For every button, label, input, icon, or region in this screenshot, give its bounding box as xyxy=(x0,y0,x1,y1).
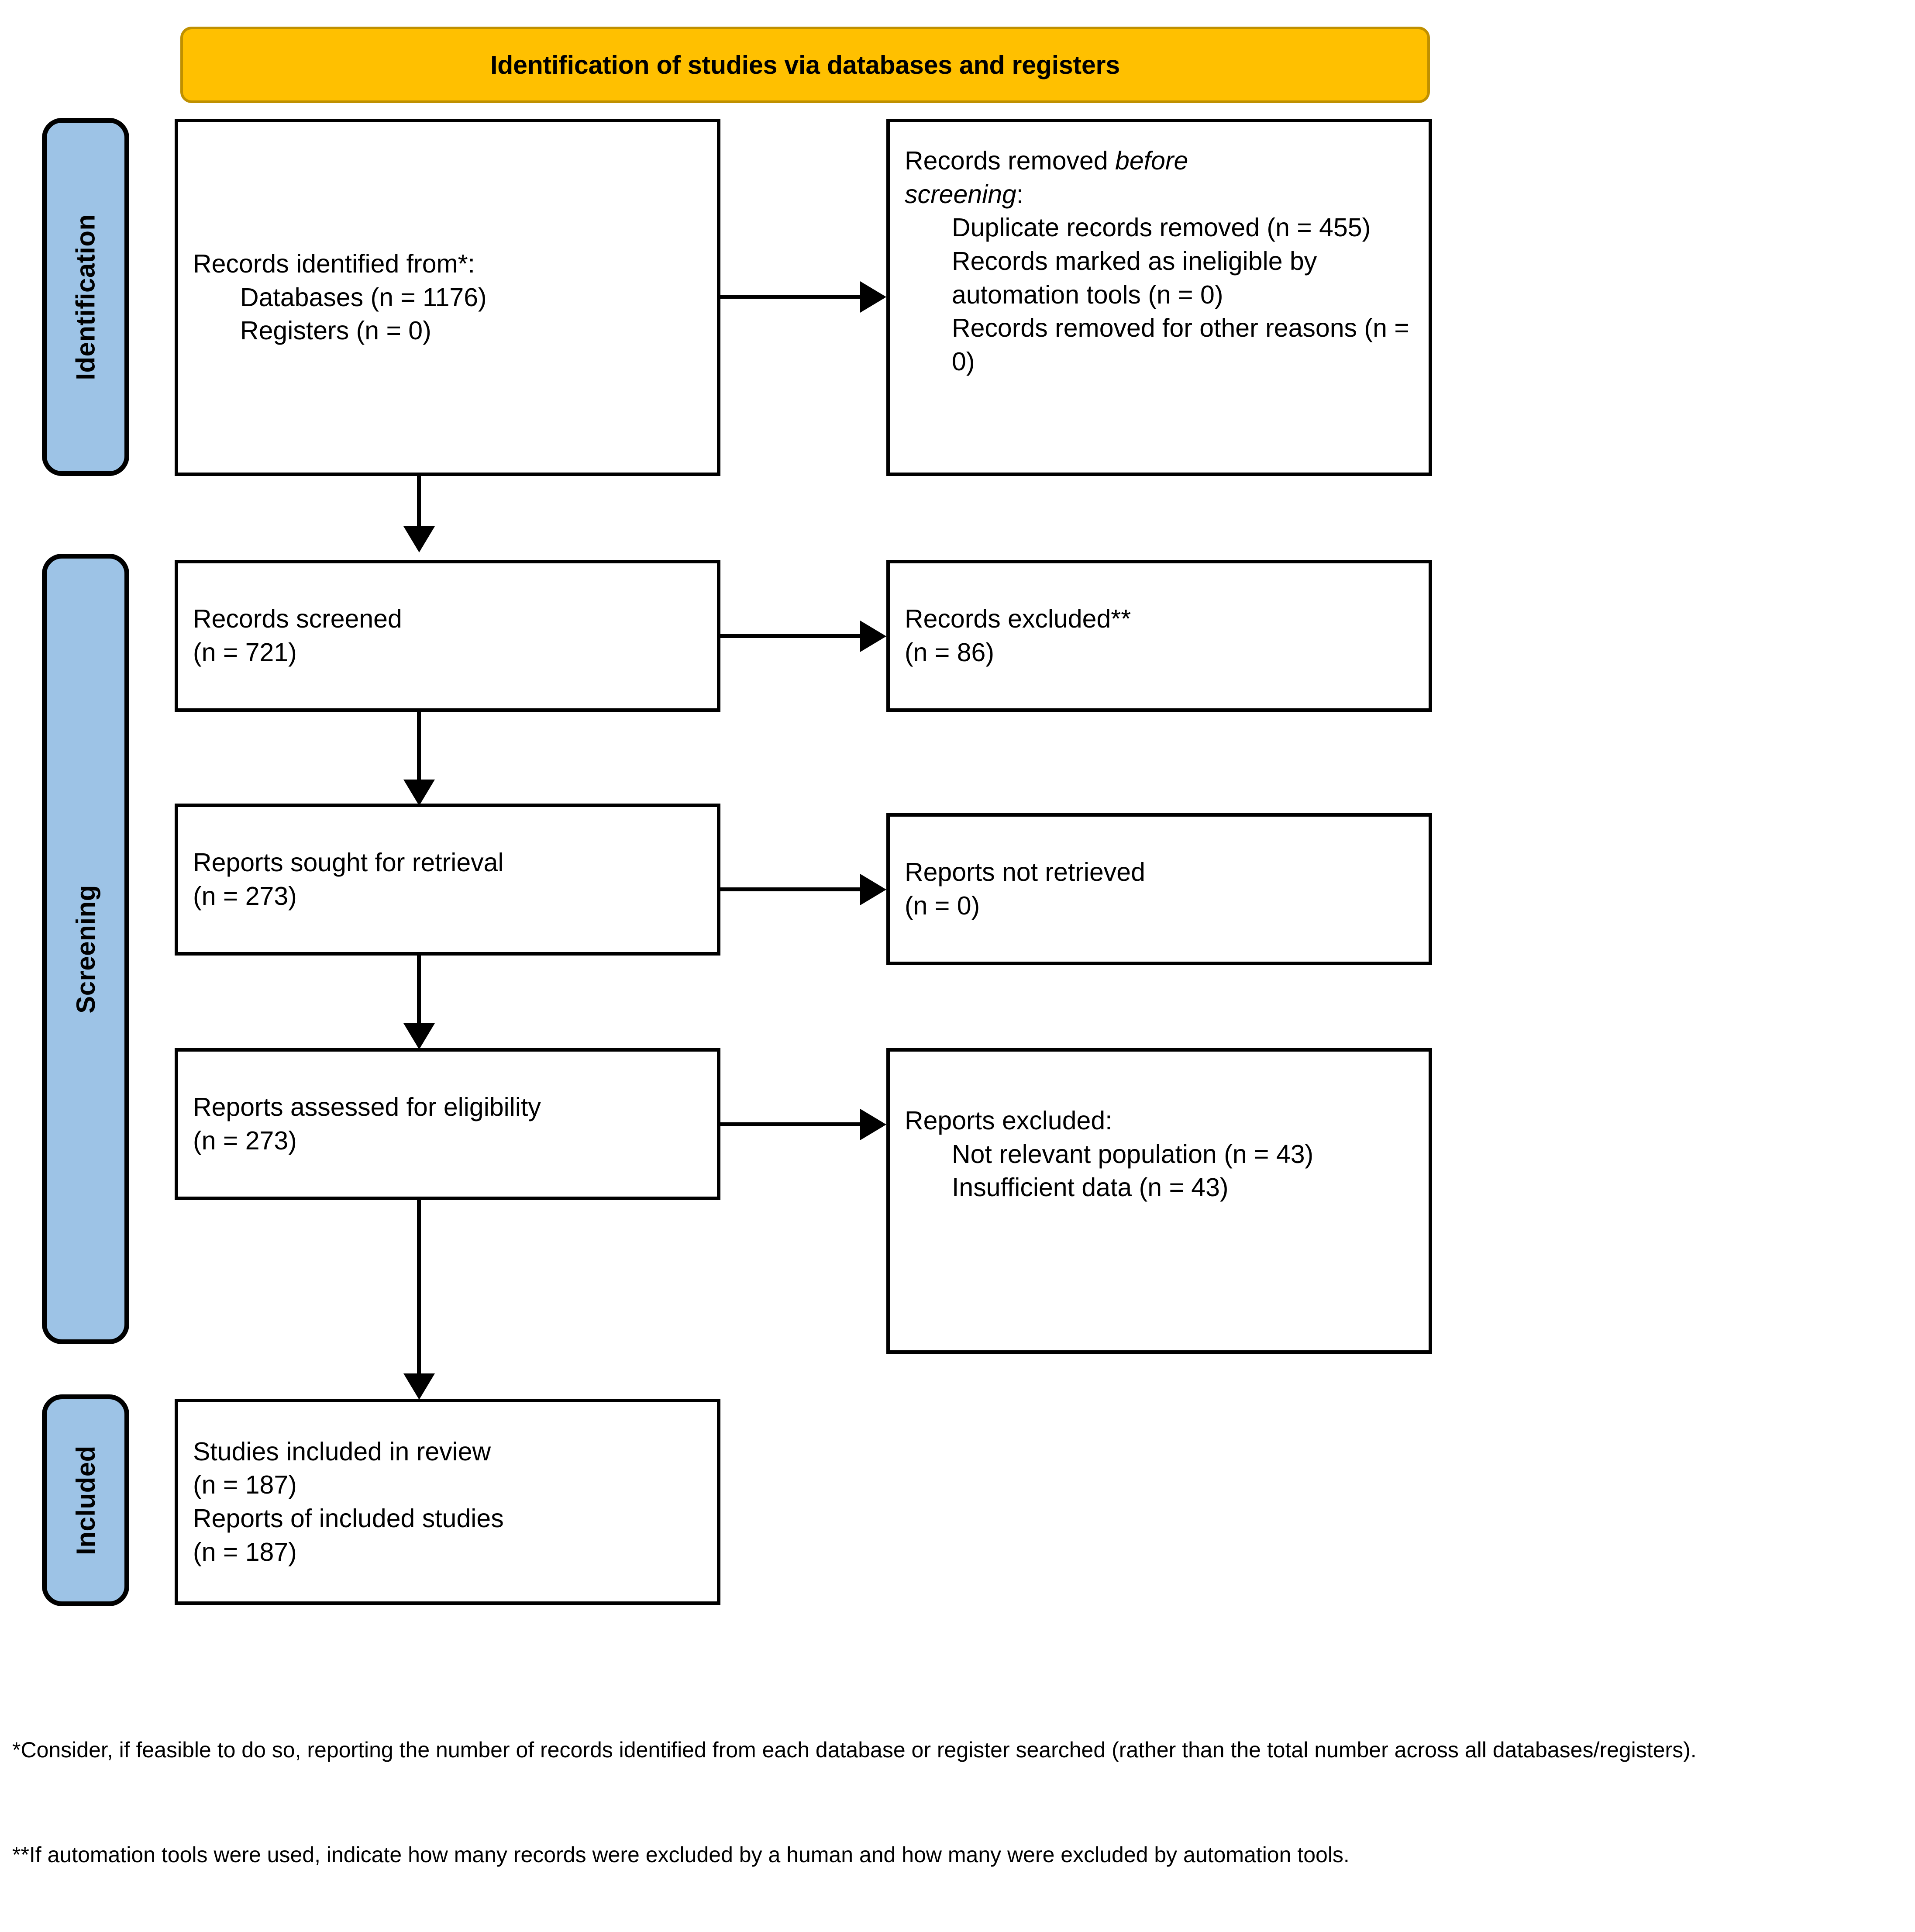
connector-identified-to-screened-line xyxy=(417,476,421,528)
reports-excluded-line-1: Reports excluded: xyxy=(905,1106,1112,1135)
connector-identified-to-screened-arrow xyxy=(403,526,435,552)
records-removed-line-2: screening: xyxy=(905,178,1414,211)
box-records-identified: Records identified from*: Databases (n =… xyxy=(175,119,720,476)
connector-sought-to-assessed-line xyxy=(417,956,421,1025)
connector-assessed-to-excluded-line xyxy=(720,1122,869,1126)
diagram-header-banner: Identification of studies via databases … xyxy=(180,27,1430,103)
records-excluded-line-1: Records excluded** xyxy=(905,604,1131,634)
connector-sought-to-notretrieved-arrow xyxy=(860,874,886,905)
reports-assessed-line-2: (n = 273) xyxy=(193,1126,297,1155)
connector-sought-to-assessed-arrow xyxy=(403,1023,435,1049)
stage-label-screening-text: Screening xyxy=(71,884,100,1014)
box-records-removed: Records removed before screening: Duplic… xyxy=(886,119,1432,476)
connector-assessed-to-included-line xyxy=(417,1200,421,1375)
studies-included-line-3: Reports of included studies xyxy=(193,1504,504,1533)
box-reports-sought: Reports sought for retrieval (n = 273) xyxy=(175,804,720,956)
records-identified-line-3: Registers (n = 0) xyxy=(240,316,431,345)
box-reports-excluded: Reports excluded: Not relevant populatio… xyxy=(886,1048,1432,1354)
box-reports-assessed: Reports assessed for eligibility (n = 27… xyxy=(175,1048,720,1200)
reports-excluded-line-3: Insufficient data (n = 43) xyxy=(952,1173,1229,1202)
box-reports-not-retrieved: Reports not retrieved (n = 0) xyxy=(886,813,1432,965)
stage-label-included-text: Included xyxy=(71,1446,100,1555)
connector-identified-to-removed-arrow xyxy=(860,281,886,313)
connector-screened-to-excluded-line xyxy=(720,634,869,638)
reports-excluded-line-2: Not relevant population (n = 43) xyxy=(952,1139,1314,1169)
reports-sought-line-2: (n = 273) xyxy=(193,882,297,911)
connector-screened-to-excluded-arrow xyxy=(860,621,886,652)
studies-included-line-2: (n = 187) xyxy=(193,1470,297,1500)
records-removed-italic-before: before xyxy=(1115,146,1188,175)
connector-sought-to-notretrieved-line xyxy=(720,887,869,891)
box-records-excluded: Records excluded** (n = 86) xyxy=(886,560,1432,712)
box-records-screened: Records screened (n = 721) xyxy=(175,560,720,712)
connector-screened-to-sought-arrow xyxy=(403,780,435,806)
reports-not-retrieved-line-2: (n = 0) xyxy=(905,891,980,920)
records-removed-colon: : xyxy=(1016,179,1024,209)
studies-included-line-1: Studies included in review xyxy=(193,1437,491,1466)
records-removed-line-3: Duplicate records removed (n = 455) xyxy=(952,213,1371,242)
connector-screened-to-sought-line xyxy=(417,712,421,782)
records-removed-line-4: Records marked as ineligible by automati… xyxy=(952,247,1317,309)
connector-assessed-to-included-arrow xyxy=(403,1373,435,1400)
footnote-asterisk: *Consider, if feasible to do so, reporti… xyxy=(12,1738,1697,1762)
box-studies-included: Studies included in review (n = 187) Rep… xyxy=(175,1399,720,1605)
stage-label-included: Included xyxy=(42,1394,129,1606)
connector-assessed-to-excluded-arrow xyxy=(860,1109,886,1140)
records-excluded-line-2: (n = 86) xyxy=(905,638,994,667)
records-identified-line-1: Records identified from*: xyxy=(193,249,475,278)
reports-assessed-line-1: Reports assessed for eligibility xyxy=(193,1093,541,1122)
studies-included-line-4: (n = 187) xyxy=(193,1537,297,1566)
records-removed-line-5: Records removed for other reasons (n = 0… xyxy=(952,314,1409,376)
records-removed-italic-screening: screening xyxy=(905,179,1016,209)
footnote-double-asterisk: **If automation tools were used, indicat… xyxy=(12,1842,1350,1867)
reports-sought-line-1: Reports sought for retrieval xyxy=(193,848,504,877)
records-screened-line-2: (n = 721) xyxy=(193,638,297,667)
connector-identified-to-removed-line xyxy=(720,295,869,299)
records-removed-line-1: Records removed before xyxy=(905,144,1414,178)
records-screened-line-1: Records screened xyxy=(193,604,402,634)
stage-label-identification-text: Identification xyxy=(71,214,100,380)
banner-title: Identification of studies via databases … xyxy=(490,50,1120,79)
records-removed-line-1a: Records removed xyxy=(905,146,1116,175)
reports-not-retrieved-line-1: Reports not retrieved xyxy=(905,858,1145,887)
records-identified-line-2: Databases (n = 1176) xyxy=(240,283,487,312)
stage-label-screening: Screening xyxy=(42,554,129,1344)
stage-label-identification: Identification xyxy=(42,118,129,476)
